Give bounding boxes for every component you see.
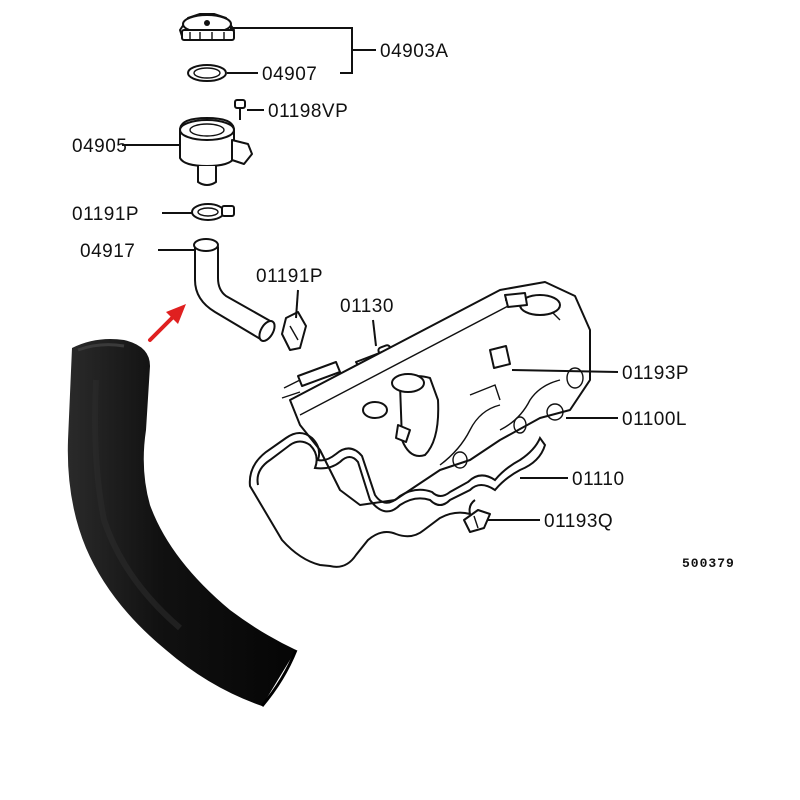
label-clip-lower: 01193Q bbox=[544, 511, 613, 532]
label-bolt: 01198VP bbox=[268, 101, 348, 122]
breather-tube-drawing bbox=[281, 361, 341, 399]
label-valve: 01130 bbox=[340, 296, 394, 317]
rocker-cover-drawing bbox=[289, 281, 591, 506]
hose-drawing bbox=[193, 238, 276, 342]
label-cap-gasket: 04907 bbox=[262, 64, 317, 85]
label-cap: 04903A bbox=[380, 41, 449, 62]
label-hose: 04917 bbox=[80, 241, 135, 262]
hose-photo bbox=[67, 339, 298, 707]
clamp-upper-drawing bbox=[191, 203, 235, 221]
label-clip-upper: 01193P bbox=[622, 363, 689, 384]
clip-lower-drawing bbox=[463, 509, 491, 533]
callout-labels: 04903A 04907 01198VP 04905 01191P 04917 … bbox=[72, 41, 735, 571]
label-filler-neck: 04905 bbox=[72, 136, 127, 157]
label-clamp-upper: 01191P bbox=[72, 204, 139, 225]
label-cover-gasket: 01110 bbox=[572, 469, 625, 490]
clamp-lower-drawing bbox=[281, 311, 307, 351]
filler-cap-drawing bbox=[179, 13, 235, 41]
highlight-arrow-icon bbox=[148, 304, 186, 342]
cover-gasket-drawing bbox=[248, 432, 547, 568]
leader-lines bbox=[122, 27, 619, 521]
label-rocker-cover: 01100L bbox=[622, 409, 687, 430]
filler-neck-drawing bbox=[179, 117, 253, 186]
bolt-drawing bbox=[234, 99, 246, 120]
figure-number: 500379 bbox=[682, 556, 735, 571]
cap-gasket-drawing bbox=[187, 64, 227, 82]
label-clamp-lower: 01191P bbox=[256, 266, 323, 287]
